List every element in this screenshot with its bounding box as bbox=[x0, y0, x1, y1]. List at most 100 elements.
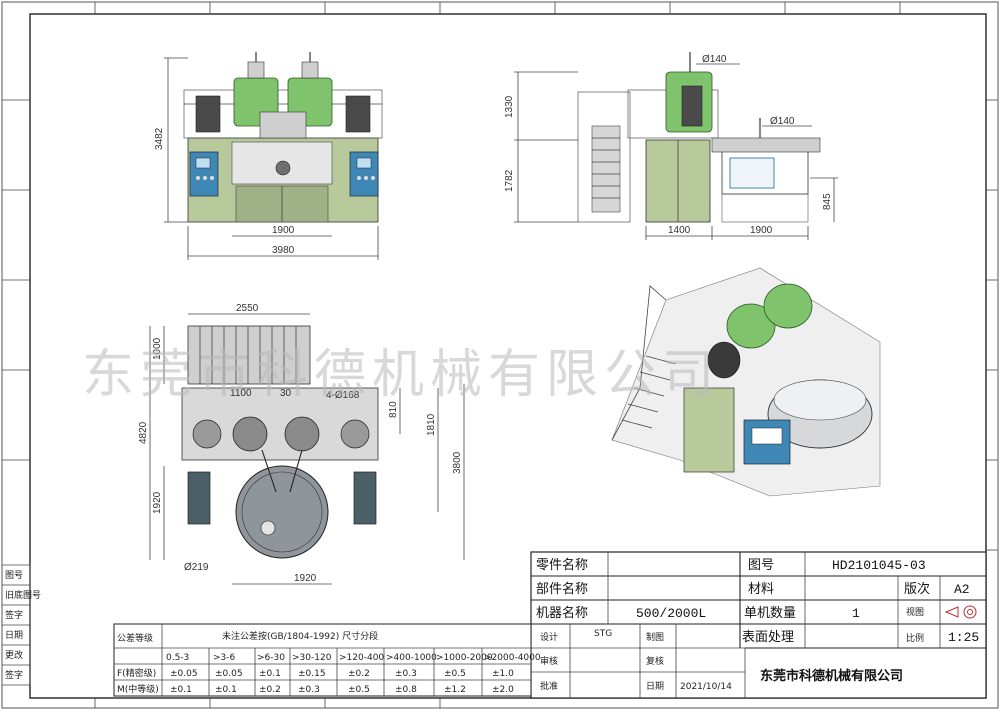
dim-plan-stair: 1000 bbox=[152, 337, 163, 360]
unit-qty-value: 1 bbox=[852, 606, 860, 621]
medium-0: ±0.1 bbox=[170, 685, 192, 695]
grade-label: 公差等级 bbox=[117, 632, 153, 644]
fine-4: ±0.2 bbox=[348, 669, 370, 679]
scale-label: 比例 bbox=[906, 632, 924, 644]
side-view: 1330 1782 Ø140 Ø140 845 1400 1900 bbox=[504, 52, 838, 240]
dim-plan-bottom: 1920 bbox=[294, 573, 317, 584]
dim-side-lower: 1782 bbox=[504, 169, 515, 192]
range-5: >400-1000 bbox=[386, 653, 437, 663]
view-label: 视图 bbox=[906, 606, 924, 618]
version-value: A2 bbox=[954, 582, 970, 597]
medium-3: ±0.3 bbox=[298, 685, 320, 695]
fine-label: F(精密级) bbox=[117, 667, 156, 679]
check-label: 审核 bbox=[540, 655, 558, 667]
company-name: 东莞市科德机械有限公司 bbox=[760, 668, 903, 684]
medium-1: ±0.1 bbox=[215, 685, 237, 695]
stair-frame bbox=[577, 91, 631, 223]
dim-side-left-width: 1400 bbox=[668, 225, 691, 236]
medium-4: ±0.5 bbox=[348, 685, 370, 695]
stamp-0: 图号 bbox=[5, 570, 23, 581]
dim-side-top-dia: Ø140 bbox=[702, 54, 727, 65]
title-block: 零件名称 部件名称 机器名称 500/2000L 图号 HD2101045-03… bbox=[530, 551, 987, 699]
fine-0: ±0.05 bbox=[170, 669, 198, 679]
stamp-2: 签字 bbox=[5, 609, 23, 621]
iso-tank-left bbox=[726, 303, 776, 349]
machine-name-label: 机器名称 bbox=[536, 605, 588, 621]
range-2: >6-30 bbox=[257, 653, 285, 663]
plan-panel-right bbox=[353, 471, 377, 525]
side-stamp: 图号 旧底图号 签字 日期 更改 签字 bbox=[1, 564, 41, 686]
iso-tank-right bbox=[763, 283, 813, 329]
medium-label: M(中等级) bbox=[117, 683, 159, 695]
design-value: STG bbox=[594, 629, 612, 639]
range-1: >3-6 bbox=[213, 653, 236, 663]
dim-plan-hole: 4-Ø168 bbox=[326, 390, 360, 401]
watermark: 东莞市科德机械有限公司 bbox=[82, 345, 720, 405]
isometric-view bbox=[611, 267, 881, 497]
projection-symbol-icon bbox=[944, 605, 977, 619]
dim-side-mid-dia: Ø140 bbox=[770, 116, 795, 127]
version-label: 版次 bbox=[904, 581, 930, 597]
dim-plan-gap: 30 bbox=[280, 388, 292, 399]
fine-7: ±1.0 bbox=[492, 669, 514, 679]
dim-plan-3800: 3800 bbox=[452, 451, 463, 474]
drawing-no-value: HD2101045-03 bbox=[832, 558, 926, 573]
component-name-label: 部件名称 bbox=[536, 581, 588, 597]
stamp-3: 日期 bbox=[5, 630, 23, 641]
part-name-label: 零件名称 bbox=[536, 557, 588, 573]
range-6: >1000-2000 bbox=[436, 653, 493, 663]
range-7: >2000-4000 bbox=[484, 653, 541, 663]
surface-label: 表面处理 bbox=[742, 630, 794, 645]
dim-plan-810: 810 bbox=[388, 401, 399, 418]
dim-plan-outlet: Ø219 bbox=[184, 562, 209, 573]
machine-name-value: 500/2000L bbox=[636, 606, 706, 621]
scale-value: 1:25 bbox=[948, 630, 979, 645]
medium-5: ±0.8 bbox=[395, 685, 417, 695]
dim-side-right-height: 845 bbox=[822, 193, 833, 210]
date-label: 日期 bbox=[646, 681, 664, 692]
date-value: 2021/10/14 bbox=[680, 682, 732, 692]
front-view: 3482 1900 3980 bbox=[154, 52, 383, 260]
stamp-5: 签字 bbox=[5, 669, 23, 681]
fine-3: ±0.15 bbox=[298, 669, 326, 679]
tolerance-table: 公差等级 未注公差按(GB/1804-1992) 尺寸分段 F(精密级) M(中… bbox=[113, 623, 541, 697]
medium-2: ±0.2 bbox=[259, 685, 281, 695]
material-label: 材料 bbox=[748, 582, 774, 597]
dim-front-height: 3482 bbox=[154, 127, 165, 150]
medium-7: ±2.0 bbox=[492, 685, 514, 695]
plan-tank-right bbox=[284, 416, 320, 452]
drawing-no-label: 图号 bbox=[748, 558, 774, 573]
dim-plan-left-lower: 1920 bbox=[152, 491, 163, 514]
fine-5: ±0.3 bbox=[395, 669, 417, 679]
plan-cooling-mixer bbox=[235, 465, 329, 559]
range-4: >120-400 bbox=[339, 653, 384, 663]
iso-frame bbox=[683, 387, 735, 473]
motor-left bbox=[195, 95, 221, 133]
range-3: >30-120 bbox=[292, 653, 332, 663]
dim-plan-1810: 1810 bbox=[426, 413, 437, 436]
plan-view: 2550 1000 4820 1920 1100 30 4-Ø168 810 1… bbox=[138, 303, 465, 585]
fine-1: ±0.05 bbox=[215, 669, 243, 679]
recheck-label: 复核 bbox=[646, 655, 664, 667]
dim-plan-top-width: 2550 bbox=[236, 303, 259, 314]
stamp-1: 旧底图号 bbox=[5, 589, 41, 601]
fine-6: ±0.5 bbox=[444, 669, 466, 679]
range-0: 0.5-3 bbox=[166, 653, 189, 663]
inner-border bbox=[29, 13, 987, 699]
plan-panel-left bbox=[187, 471, 211, 525]
unit-qty-label: 单机数量 bbox=[744, 606, 796, 621]
medium-6: ±1.2 bbox=[444, 685, 466, 695]
dim-side-right-width: 1900 bbox=[750, 225, 773, 236]
dim-front-inner: 1900 bbox=[272, 225, 295, 236]
dim-front-total: 3980 bbox=[272, 245, 295, 256]
fine-2: ±0.1 bbox=[259, 669, 281, 679]
design-label: 设计 bbox=[540, 631, 558, 643]
dim-side-upper: 1330 bbox=[504, 95, 515, 118]
dim-plan-inner: 1100 bbox=[230, 388, 252, 399]
draw-label: 制图 bbox=[646, 631, 664, 643]
plan-tank-left bbox=[232, 416, 268, 452]
tolerance-title: 未注公差按(GB/1804-1992) 尺寸分段 bbox=[222, 630, 378, 642]
